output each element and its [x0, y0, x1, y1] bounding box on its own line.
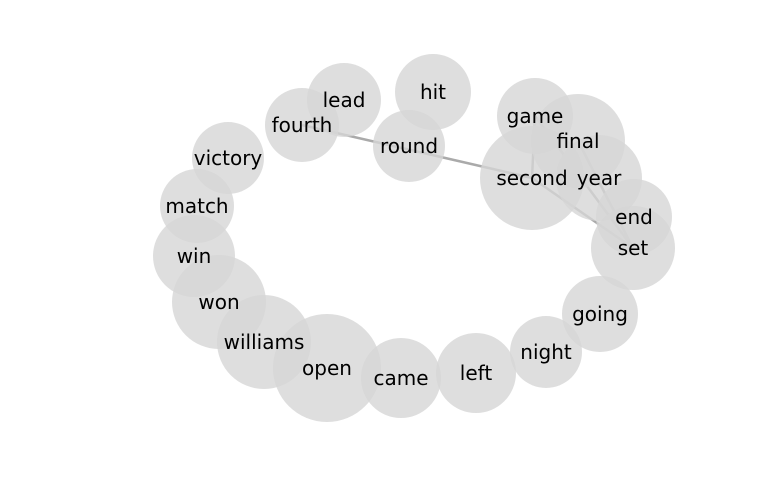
bubble-going	[562, 276, 638, 352]
label-night: night	[520, 340, 572, 364]
label-lead: lead	[323, 88, 366, 112]
bubble-came	[361, 338, 441, 418]
label-williams: williams	[224, 330, 305, 354]
label-going: going	[572, 302, 628, 326]
bubble-fourth	[265, 88, 339, 162]
label-second: second	[496, 166, 567, 190]
bubble-open	[273, 314, 381, 422]
bubble-second	[480, 126, 584, 230]
label-round: round	[380, 134, 438, 158]
label-final: final	[556, 129, 599, 153]
label-match: match	[165, 194, 228, 218]
label-set: set	[618, 236, 649, 260]
bubble-set	[591, 206, 675, 290]
label-year: year	[577, 166, 622, 190]
label-win: win	[177, 244, 212, 268]
label-won: won	[198, 290, 239, 314]
label-game: game	[507, 104, 564, 128]
label-end: end	[615, 205, 653, 229]
bubble-left	[436, 333, 516, 413]
label-victory: victory	[194, 146, 263, 170]
bubble-round	[373, 110, 445, 182]
label-hit: hit	[420, 80, 446, 104]
label-open: open	[302, 356, 352, 380]
label-came: came	[373, 366, 428, 390]
bubble-layer	[153, 54, 675, 422]
bubble-night	[510, 316, 582, 388]
label-fourth: fourth	[272, 113, 333, 137]
label-left: left	[460, 361, 493, 385]
